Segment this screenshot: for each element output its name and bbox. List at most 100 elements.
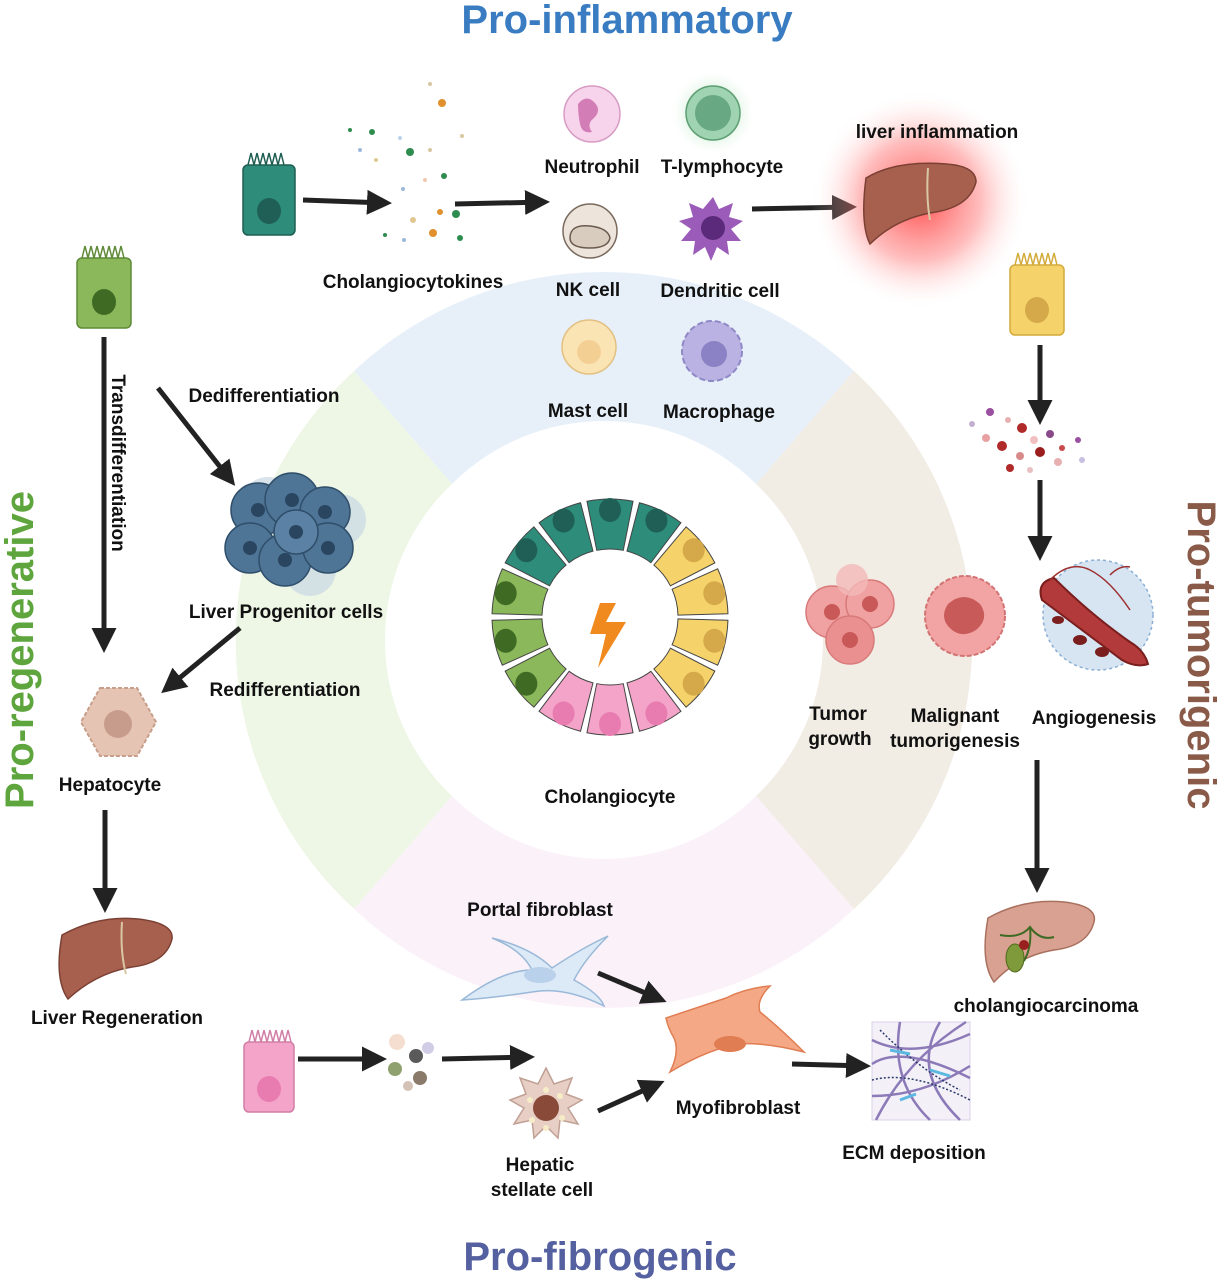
cytokine-dot: [423, 178, 427, 182]
cholangiocyte-cell: [538, 502, 594, 564]
arrow-teal-to-cytokines: [302, 189, 392, 215]
cytokine-dot: [348, 128, 352, 132]
cholangiocyte-nucleus: [494, 628, 517, 653]
cholangiocyte-pink-icon: [243, 1029, 295, 1113]
cholangiocyte-teal-icon: [242, 152, 296, 236]
label-liver-progenitor-cells: Liver Progenitor cells: [189, 602, 383, 623]
cytokine-dot: [452, 210, 460, 218]
arrow-myofibroblast-to-ecm: [791, 1052, 871, 1078]
cholangiocyte-nucleus: [552, 508, 575, 533]
tumor-factor-dot: [1027, 467, 1033, 473]
inflamed-liver-icon: [810, 90, 1030, 310]
tumor-factor-dot: [1005, 417, 1011, 423]
liver-progenitor-cells-icon: [224, 472, 366, 596]
label-liver-inflammation: liver inflammation: [856, 122, 1019, 143]
label-myofibroblast: Myofibroblast: [676, 1098, 801, 1119]
neutrophil-icon: [563, 85, 621, 143]
label-cholangiocarcinoma: cholangiocarcinoma: [954, 996, 1139, 1017]
label-ecm-deposition: ECM deposition: [842, 1143, 986, 1164]
portal-fibroblast-icon: [459, 935, 609, 1008]
label-hepatocyte: Hepatocyte: [59, 775, 161, 796]
tumor-factor-dot: [1054, 458, 1062, 466]
tumor-factor-dot: [986, 408, 994, 416]
hepatic-stellate-cell-icon: [508, 1066, 584, 1140]
label-malignant-2: tumorigenesis: [890, 731, 1020, 752]
ecm-deposition-icon: [871, 1020, 971, 1121]
arrow-portal-to-myofibroblast: [597, 970, 667, 1004]
tumor-factor-dot: [1035, 447, 1045, 457]
cytokine-dot: [401, 187, 405, 191]
hepatocyte-icon: [79, 687, 158, 757]
myofibroblast-icon: [665, 985, 807, 1074]
dendritic-cell-icon: [679, 197, 743, 261]
label-redifferentiation: Redifferentiation: [210, 680, 361, 701]
title-pro-regenerative: Pro-regenerative: [0, 491, 42, 809]
cholangiocyte-cell: [626, 670, 682, 732]
cytokine-dot: [406, 148, 414, 156]
tumor-factor-dot: [982, 434, 990, 442]
label-hepatic-stellate-1: Hepatic: [506, 1155, 575, 1176]
tumor-factor-dot: [1075, 437, 1081, 443]
cholangiocyte-cell: [538, 670, 594, 732]
cholangiocyte-green-icon: [76, 245, 132, 329]
tumor-factor-dot: [1016, 452, 1024, 460]
tumor-factor-dot: [1046, 430, 1054, 438]
cholangiocyte-cell: [586, 498, 634, 551]
cytokine-dot: [374, 158, 378, 162]
label-portal-fibroblast: Portal fibroblast: [467, 900, 613, 921]
tumor-factor-dot: [969, 421, 975, 427]
cholangiocyte-cell: [626, 502, 682, 564]
cytokine-dot: [441, 173, 447, 179]
label-tumor-growth-1: Tumor: [809, 704, 867, 725]
cholangiocyte-nucleus: [515, 538, 538, 563]
title-pro-tumorigenic: Pro-tumorigenic: [1179, 501, 1219, 810]
cholangiocyte-yellow-icon: [1009, 252, 1065, 336]
t-lymphocyte-icon: [669, 69, 757, 157]
mast-cell-icon: [561, 319, 617, 375]
cytokine-dot: [410, 217, 416, 223]
cholangiocyte-nucleus: [703, 581, 726, 606]
title-pro-fibrogenic: Pro-fibrogenic: [463, 1235, 736, 1279]
sector-regenerative: [235, 371, 452, 909]
cholangiocyte-nucleus: [494, 581, 517, 606]
tumor-factor-dot: [1030, 436, 1038, 444]
angiogenesis-icon: [1039, 559, 1154, 671]
cytokine-dot: [437, 209, 443, 215]
nk-cell-icon: [562, 203, 618, 259]
arrow-redifferentiation: [161, 626, 242, 694]
cytokine-dot: [438, 99, 446, 107]
fibrogenic-factor-dots-icon: [388, 1034, 434, 1091]
label-malignant-1: Malignant: [911, 706, 1000, 727]
cytokine-dot: [429, 229, 437, 237]
sector-inflammatory: [354, 271, 854, 484]
label-t-lymphocyte: T-lymphocyte: [661, 157, 783, 178]
label-tumor-growth-2: growth: [808, 729, 871, 750]
label-dendritic-cell: Dendritic cell: [660, 281, 779, 302]
label-angiogenesis: Angiogenesis: [1032, 708, 1157, 729]
liver-regeneration-icon: [58, 917, 173, 1001]
cytokine-dot: [460, 134, 464, 138]
tumor-factor-dot: [1059, 445, 1065, 451]
label-nk-cell: NK cell: [556, 280, 620, 301]
cytokine-dot: [428, 82, 432, 86]
title-pro-inflammatory: Pro-inflammatory: [461, 0, 793, 42]
macrophage-icon: [681, 320, 743, 382]
cytokine-dots-icon: [348, 82, 464, 242]
cholangiocyte-nucleus: [599, 498, 621, 522]
cholangiocarcinoma-liver-icon: [984, 900, 1096, 984]
label-neutrophil: Neutrophil: [545, 157, 640, 178]
cytokine-dot: [369, 129, 375, 135]
cytokine-dot: [358, 148, 362, 152]
cholangiocyte-cell: [586, 683, 634, 736]
label-cholangiocytokines: Cholangiocytokines: [323, 272, 504, 293]
label-cholangiocyte: Cholangiocyte: [545, 787, 676, 808]
label-liver-regeneration: Liver Regeneration: [31, 1008, 203, 1029]
cytokine-dot: [398, 136, 402, 140]
malignant-tumorigenesis-icon: [924, 575, 1006, 657]
cholangiocyte-nucleus: [682, 671, 705, 696]
sector-fibrogenic: [354, 796, 854, 1009]
tumor-factor-dot: [1017, 423, 1027, 433]
cytokine-dot: [383, 233, 387, 237]
cytokine-dot: [428, 148, 432, 152]
cholangiocyte-nucleus: [703, 628, 726, 653]
